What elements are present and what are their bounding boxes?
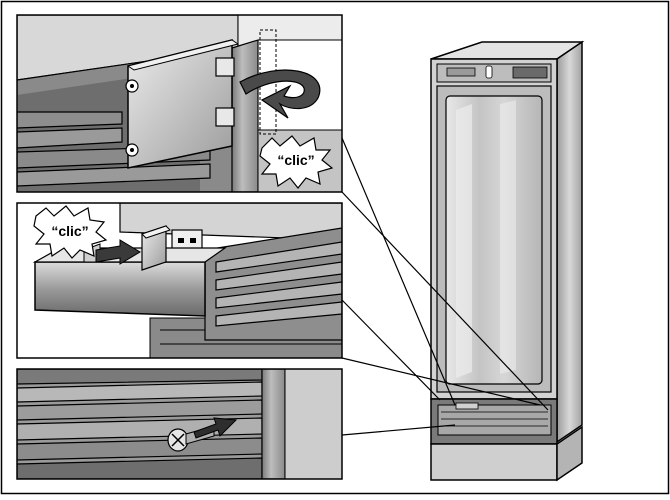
bottom-detail-panel xyxy=(16,368,343,480)
callout-lines xyxy=(341,137,549,436)
straight-arrow-icon xyxy=(193,417,238,439)
fridge-grille xyxy=(437,404,552,436)
straight-arrow-icon xyxy=(95,239,141,265)
clic-label-top: “clic” xyxy=(277,152,314,168)
clic-burst-middle: “clic” xyxy=(33,205,108,259)
clic-burst-top: “clic” xyxy=(259,135,334,189)
display-icon xyxy=(512,66,548,79)
curved-arrow-icon xyxy=(239,69,321,119)
bracket-icon xyxy=(125,39,240,169)
top-detail-panel: “clic” xyxy=(16,14,343,193)
clic-label-middle: “clic” xyxy=(51,223,88,239)
bracket-icon xyxy=(141,225,171,271)
middle-detail-panel: “clic” xyxy=(16,202,343,359)
refrigerator-illustration xyxy=(430,40,585,482)
